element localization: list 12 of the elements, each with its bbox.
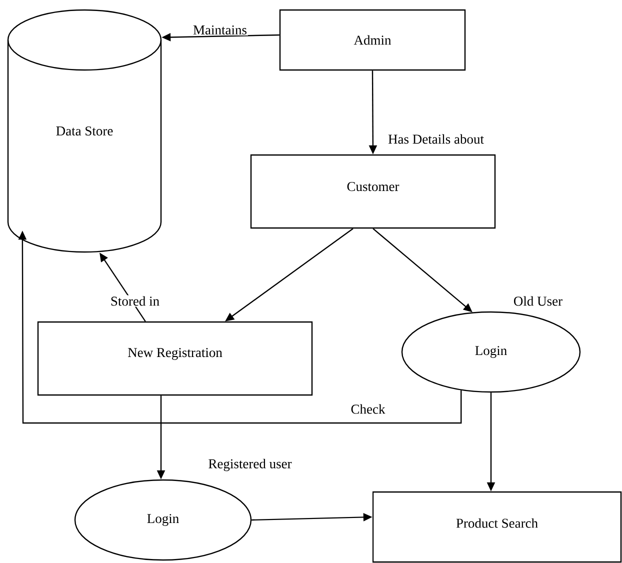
node-label: Data Store xyxy=(56,126,113,136)
edge-label: Registered user xyxy=(207,458,293,472)
process-box: Admin xyxy=(279,9,466,71)
data-store-cylinder: Data Store xyxy=(7,9,162,253)
process-box: New Registration xyxy=(37,321,313,396)
edge-label: Maintains xyxy=(192,24,248,36)
edge-label: Stored in xyxy=(109,295,161,307)
edge-label: Has Details about xyxy=(387,133,485,145)
edge-label: Check xyxy=(350,403,386,415)
process-box: Customer xyxy=(250,154,496,229)
edge-label: Old User xyxy=(512,295,564,307)
process-box: Product Search xyxy=(372,491,622,563)
